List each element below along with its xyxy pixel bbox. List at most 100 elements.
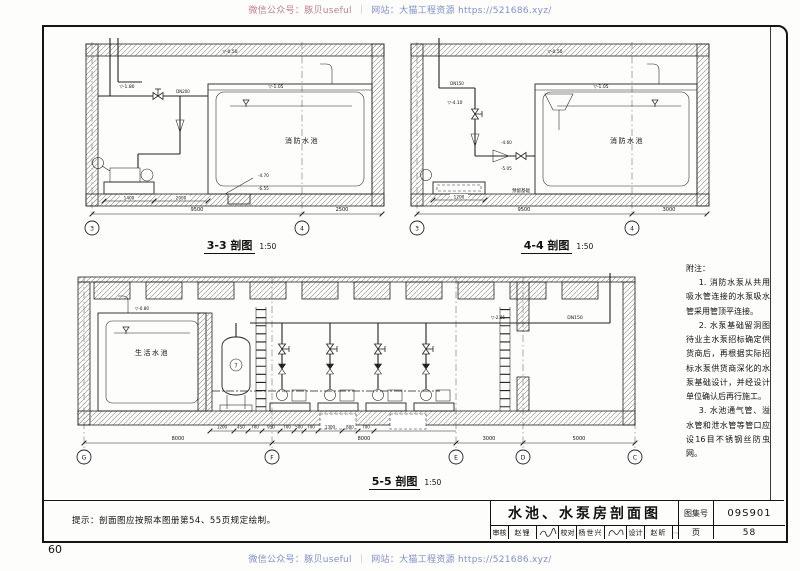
svg-text:500: 500 <box>295 425 303 430</box>
elevation-label: -4.70 <box>258 173 269 178</box>
signature-icon <box>608 528 623 536</box>
svg-text:700: 700 <box>283 425 291 430</box>
dimension-small: 1400 2000 <box>101 195 211 204</box>
suction-piping: DN150 ▽-4.10 -4.60 -5.05 <box>438 38 535 171</box>
notes-heading: 附注： <box>686 264 710 273</box>
section-scale: 1:50 <box>424 478 442 487</box>
elevation-label: ▽-2.85 <box>491 315 505 320</box>
svg-text:700: 700 <box>307 425 315 430</box>
fire-water-tank: 消防水池 ▽-1.05 <box>207 83 373 195</box>
checker-signature <box>605 526 627 539</box>
section-5-5-drawing: 生活水池 ▽-0.80 7 DN150 ▽-2. <box>76 273 643 465</box>
elevation-label: -6.55 <box>258 186 269 191</box>
dim-label: 2000 <box>176 196 187 201</box>
pipe-size-label: DN200 <box>176 89 190 94</box>
elevation-label: ▽-0.80 <box>135 306 149 311</box>
dim-label: 2500 <box>336 207 349 213</box>
pump-unit <box>365 323 407 412</box>
pump-unit <box>269 323 311 412</box>
ladder <box>255 307 267 411</box>
tank-label: 消防水池 <box>610 136 644 145</box>
atlas-no-value: 09S901 <box>727 507 772 519</box>
foundation-pit <box>389 413 427 430</box>
page-number: 60 <box>48 543 62 556</box>
signature-icon <box>539 527 556 537</box>
vent-pipe <box>320 63 333 84</box>
grid-bubble: 4 <box>624 220 640 236</box>
interior-wall-lower <box>516 376 530 412</box>
section-title-text: 5-5 剖图 <box>368 475 421 490</box>
callout-number: 7 <box>234 364 237 370</box>
callout-bubble <box>92 157 104 169</box>
inlet-funnel <box>544 93 574 111</box>
designer-name: 赵昕 <box>645 526 673 539</box>
svg-text:3: 3 <box>90 226 94 233</box>
approver-signature <box>537 526 559 539</box>
callout-bubble <box>420 169 432 181</box>
pump-unit <box>317 323 359 412</box>
grid-bubble: 3 <box>84 220 100 236</box>
grid-bubble: D <box>515 449 531 465</box>
watermark-wechat: 微信公众号：豚贝useful <box>248 555 352 565</box>
elevation-label: -5.05 <box>501 166 512 171</box>
approve-label: 审核 <box>491 526 509 539</box>
foundation-pit <box>319 413 357 430</box>
dimension-main: 9500 3000 <box>414 207 710 217</box>
grid-bubble: 3 <box>409 220 425 236</box>
hint-text: 提示：剖面图应按照本图册第54、55页规定绘制。 <box>72 516 276 526</box>
elevation-label: -4.60 <box>501 140 512 145</box>
section-title-text: 4-4 剖图 <box>520 239 573 254</box>
reserved-foundation: 预留基础 1200 <box>420 169 530 203</box>
svg-text:1200: 1200 <box>217 425 228 430</box>
tank-label: 生活水池 <box>135 348 169 357</box>
svg-text:C: C <box>633 455 637 462</box>
section-3-3-drawing: 消防水池 ▽-1.05 ▽-0.50 ▽-1.80 DN200 <box>84 38 385 236</box>
notes-panel: 附注： 1. 消防水泵从共用吸水管连接的水泵吸水管采用管顶平连接。 2. 水泵基… <box>686 262 770 461</box>
checker-name: 杨世兴 <box>577 526 605 539</box>
callout-bubble <box>229 358 243 372</box>
ladder <box>499 307 511 411</box>
elevation-label: ▽-1.80 <box>119 84 134 90</box>
svg-text:E: E <box>454 455 458 462</box>
suction-piping: ▽-1.80 DN200 <box>98 38 208 168</box>
svg-text:950: 950 <box>267 425 275 430</box>
elevation-label: ▽-4.10 <box>447 100 462 106</box>
watermark-separator: ｜ <box>356 6 367 16</box>
svg-text:700: 700 <box>362 425 370 430</box>
pipe-size-label: DN150 <box>450 81 464 86</box>
watermark-site: 网站：大猫工程资源 https://521686.xyz/ <box>371 6 552 16</box>
vent-pipe <box>118 295 129 313</box>
design-label: 设计 <box>627 526 645 539</box>
dim-label: 1200 <box>454 195 465 200</box>
svg-text:700: 700 <box>251 425 259 430</box>
tank-label: 消防水池 <box>285 136 319 145</box>
elevation-label: ▽-0.50 <box>222 49 237 55</box>
sheet-inner-margin-line <box>770 27 771 500</box>
dim-label: 9500 <box>518 207 531 213</box>
vent-pipe <box>647 63 660 84</box>
check-label: 校对 <box>559 526 577 539</box>
svg-text:450: 450 <box>237 425 245 430</box>
svg-text:800: 800 <box>346 425 354 430</box>
dimension-main: 8000 8000 3000 5000 <box>81 436 638 446</box>
dimension-small: 1200 450 700 950 700 500 700 1300 800 70… <box>207 425 456 434</box>
section-title-text: 3-3 剖图 <box>203 239 256 254</box>
pump-unit <box>413 323 455 412</box>
page-label: 页 <box>679 526 714 539</box>
svg-text:D: D <box>521 455 526 462</box>
dimension-main: 9500 2500 <box>89 207 385 217</box>
sheet-border-frame <box>42 25 788 543</box>
foundation-label: 预留基础 <box>512 187 530 194</box>
watermark-site: 网站：大猫工程资源 https://521686.xyz/ <box>371 555 552 565</box>
elevation-label: ▽-1.05 <box>268 84 283 90</box>
svg-text:F: F <box>270 455 274 462</box>
pump-row: DN150 ▽-2.85 <box>212 273 611 430</box>
svg-text:4: 4 <box>630 226 634 233</box>
building-walls <box>410 43 710 207</box>
svg-text:3: 3 <box>415 226 419 233</box>
dim-label: 3000 <box>663 207 676 213</box>
